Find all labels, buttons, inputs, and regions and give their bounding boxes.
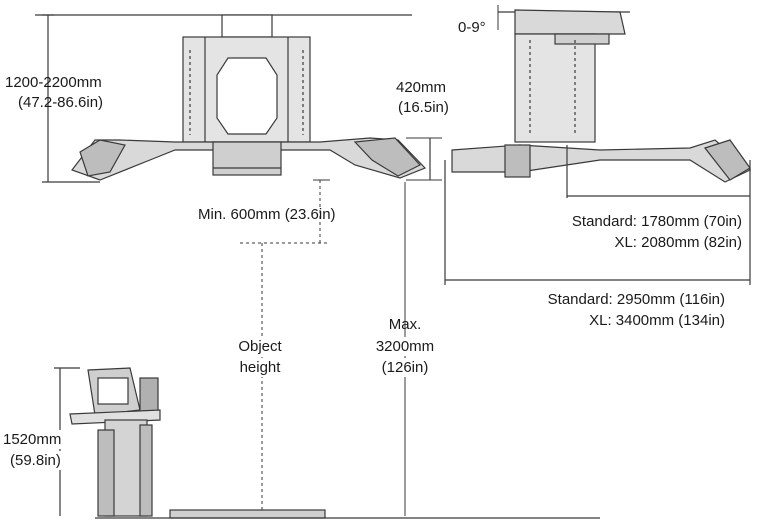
max-height-label-line3: (126in) bbox=[360, 358, 450, 377]
object-height-label-line2: height bbox=[228, 358, 292, 377]
object-height-label-line1: Object bbox=[228, 337, 292, 356]
min-gap-label: Min. 600mm (23.6in) bbox=[198, 206, 336, 223]
console-height-in-label: (59.8in) bbox=[10, 451, 61, 470]
tilt-angle-label: 0-9° bbox=[458, 19, 486, 36]
inner-span-xl-label: XL: 2080mm (82in) bbox=[614, 234, 742, 251]
operator-console bbox=[54, 367, 161, 517]
inner-span-standard-label: Standard: 1780mm (70in) bbox=[571, 213, 742, 230]
max-height-label-line2: 3200mm bbox=[360, 337, 450, 356]
arm-height-in-label: (16.5in) bbox=[398, 99, 449, 116]
outer-span-xl-label: XL: 3400mm (134in) bbox=[589, 312, 725, 329]
side-view-scanner bbox=[444, 5, 752, 285]
min-gap-dimension bbox=[240, 179, 330, 244]
floor bbox=[95, 509, 600, 519]
max-height-label-line1: Max. bbox=[388, 316, 422, 333]
console-height-mm-label: 1520mm bbox=[3, 430, 62, 449]
head-height-in-label: (47.2-86.6in) bbox=[18, 94, 104, 111]
outer-span-standard-label: Standard: 2950mm (116in) bbox=[547, 291, 725, 308]
front-view-scanner bbox=[35, 14, 442, 183]
arm-height-mm-label: 420mm bbox=[396, 79, 447, 96]
head-height-mm-label: 1200-2200mm bbox=[5, 74, 102, 91]
